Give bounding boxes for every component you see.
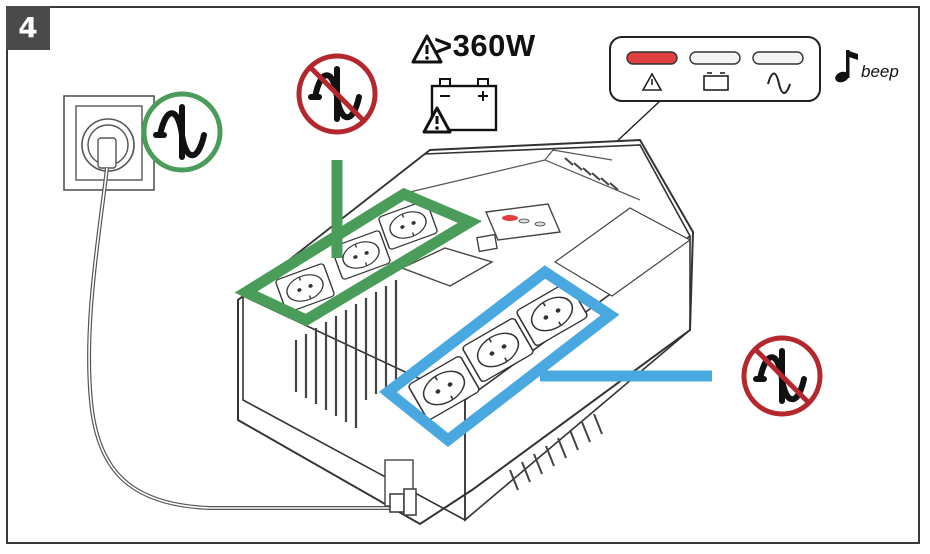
sine-wave-icon bbox=[767, 72, 791, 94]
indicator-panel bbox=[609, 36, 821, 102]
ups-power-plug bbox=[389, 488, 417, 516]
step-number-badge: 4 bbox=[6, 6, 50, 50]
warning-triangle-icon bbox=[641, 72, 663, 91]
no-power-icon-top bbox=[296, 53, 378, 135]
warning-triangle-icon bbox=[411, 34, 443, 64]
battery-icon bbox=[703, 72, 729, 91]
no-power-icon-right bbox=[741, 335, 823, 417]
overload-led bbox=[626, 51, 678, 65]
power-ok-icon bbox=[141, 91, 223, 173]
music-note-icon bbox=[835, 50, 858, 83]
mains-led bbox=[752, 51, 804, 65]
battery-warning-icon bbox=[422, 78, 498, 134]
battery-backup-outlets bbox=[234, 160, 483, 327]
battery-led bbox=[689, 51, 741, 65]
surge-only-outlets bbox=[379, 265, 712, 447]
beep-label: beep bbox=[861, 62, 899, 81]
wall-outlet bbox=[63, 95, 155, 191]
power-limit-label: >360W bbox=[434, 28, 536, 63]
